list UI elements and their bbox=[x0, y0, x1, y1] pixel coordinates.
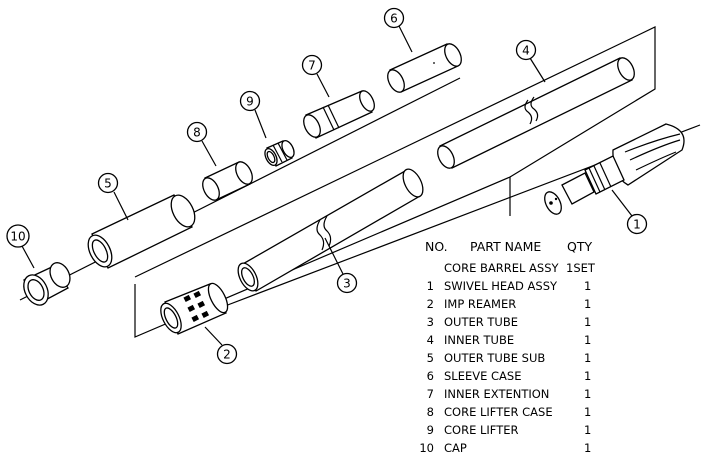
row-part: IMP REAMER bbox=[444, 297, 516, 311]
svg-text:2: 2 bbox=[223, 348, 231, 362]
row-no: 10 bbox=[419, 441, 434, 455]
callout-7: 7 bbox=[301, 54, 330, 98]
row-qty: 1 bbox=[584, 441, 591, 455]
inner-extention-part bbox=[303, 90, 375, 139]
svg-text:4: 4 bbox=[522, 44, 530, 58]
callout-6: 6 bbox=[383, 7, 413, 53]
row-qty: 1 bbox=[584, 387, 591, 401]
row-no: 8 bbox=[427, 405, 434, 419]
table-header-qty: QTY bbox=[567, 239, 592, 254]
cap-part bbox=[23, 262, 71, 306]
core-lifter-case-part bbox=[202, 161, 253, 201]
lower-plane-outline bbox=[134, 176, 511, 338]
row-no: 4 bbox=[427, 333, 434, 347]
row-part: CORE LIFTER CASE bbox=[444, 405, 553, 419]
row-part: SLEEVE CASE bbox=[444, 369, 522, 383]
svg-text:7: 7 bbox=[308, 59, 316, 73]
row-qty: 1 bbox=[584, 297, 591, 311]
imp-reamer-part bbox=[160, 282, 229, 335]
swivel-head-assy-part bbox=[544, 123, 685, 215]
row-part: CAP bbox=[444, 441, 467, 455]
row-no: 7 bbox=[427, 387, 434, 401]
callout-3: 3 bbox=[324, 237, 358, 294]
row-no: 2 bbox=[427, 297, 434, 311]
callout-10: 10 bbox=[6, 224, 35, 269]
outer-tube-sub-part bbox=[87, 194, 196, 269]
callout-4: 4 bbox=[515, 39, 546, 83]
table-header-part-name: PART NAME bbox=[470, 239, 541, 254]
outer-tube-part bbox=[237, 168, 424, 292]
row-qty: 1 bbox=[584, 405, 591, 419]
row-part: SWIVEL HEAD ASSY bbox=[444, 279, 558, 293]
inner-tube-part bbox=[437, 57, 635, 169]
assembly-name: CORE BARREL ASSY bbox=[444, 261, 560, 275]
row-no: 6 bbox=[427, 369, 434, 383]
callout-2: 2 bbox=[204, 326, 238, 365]
svg-text:3: 3 bbox=[343, 277, 351, 291]
svg-text:10: 10 bbox=[10, 230, 25, 244]
row-qty: 1 bbox=[584, 333, 591, 347]
row-no: 1 bbox=[427, 279, 434, 293]
row-qty: 1 bbox=[584, 315, 591, 329]
row-part: INNER EXTENTION bbox=[444, 387, 549, 401]
row-qty: 1 bbox=[584, 369, 591, 383]
parts-list-table: NO. PART NAME QTY CORE BARREL ASSY 1SET … bbox=[419, 239, 596, 455]
row-part: CORE LIFTER bbox=[444, 423, 519, 437]
svg-text:8: 8 bbox=[193, 126, 201, 140]
upper-plane-outline bbox=[134, 26, 656, 278]
row-no: 5 bbox=[427, 351, 434, 365]
row-qty: 1 bbox=[584, 279, 591, 293]
svg-text:6: 6 bbox=[390, 12, 398, 26]
core-lifter-part bbox=[264, 140, 295, 167]
callout-1: 1 bbox=[611, 189, 648, 235]
assembly-qty: 1SET bbox=[566, 261, 596, 275]
row-part: INNER TUBE bbox=[444, 333, 514, 347]
svg-text:1: 1 bbox=[633, 218, 641, 232]
row-part: OUTER TUBE bbox=[444, 315, 518, 329]
row-no: 3 bbox=[427, 315, 434, 329]
row-qty: 1 bbox=[584, 423, 591, 437]
callout-5: 5 bbox=[97, 172, 129, 221]
sleeve-case-part bbox=[387, 43, 462, 93]
svg-text:5: 5 bbox=[104, 177, 112, 191]
table-header-no: NO. bbox=[425, 239, 448, 254]
row-part: OUTER TUBE SUB bbox=[444, 351, 545, 365]
callout-9: 9 bbox=[239, 90, 267, 139]
row-no: 9 bbox=[427, 423, 434, 437]
svg-text:9: 9 bbox=[246, 95, 254, 109]
row-qty: 1 bbox=[584, 351, 591, 365]
callout-8: 8 bbox=[186, 121, 217, 167]
